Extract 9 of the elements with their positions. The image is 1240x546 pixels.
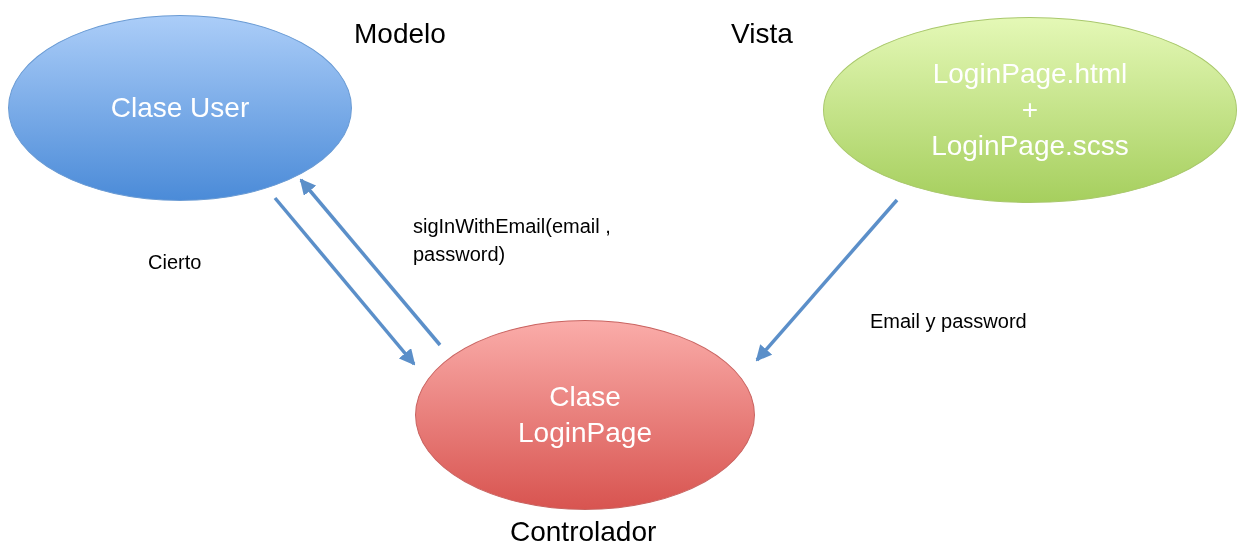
node-label: Clase LoginPage (517, 380, 653, 450)
node-label: LoginPage.html + LoginPage.scss (930, 57, 1130, 163)
arrow (755, 198, 899, 362)
node-label: Clase User (109, 91, 251, 125)
layer-title: Vista (731, 18, 793, 50)
arrow (273, 196, 416, 366)
layer-title: Modelo (354, 18, 446, 50)
layer-title: Controlador (510, 516, 657, 546)
arrow (299, 178, 442, 347)
